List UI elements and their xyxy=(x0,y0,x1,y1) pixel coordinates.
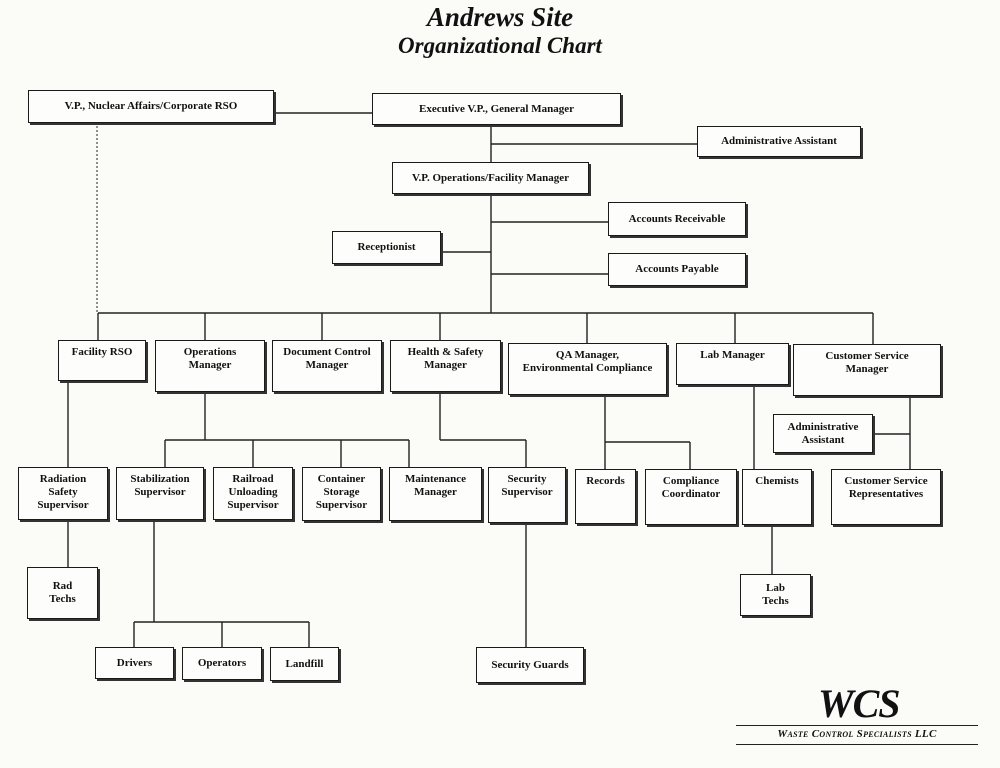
node-health-safety-manager: Health & Safety Manager xyxy=(390,340,501,392)
node-maintenance-manager: Maintenance Manager xyxy=(389,467,482,521)
node-vp-nuclear-affairs: V.P., Nuclear Affairs/Corporate RSO xyxy=(28,90,274,123)
node-operations-manager: Operations Manager xyxy=(155,340,265,392)
node-lab-techs: Lab Techs xyxy=(740,574,811,616)
node-drivers: Drivers xyxy=(95,647,174,679)
node-receptionist: Receptionist xyxy=(332,231,441,264)
node-stabilization-supervisor: Stabilization Supervisor xyxy=(116,467,204,520)
node-operators: Operators xyxy=(182,647,262,680)
node-container-storage-supervisor: Container Storage Supervisor xyxy=(302,467,381,521)
node-qa-manager: QA Manager, Environmental Compliance xyxy=(508,343,667,395)
logo-rule-top xyxy=(736,725,978,726)
node-records: Records xyxy=(575,469,636,524)
node-compliance-coordinator: Compliance Coordinator xyxy=(645,469,737,525)
node-radiation-safety-supervisor: Radiation Safety Supervisor xyxy=(18,467,108,520)
node-administrative-assistant-cs: Administrative Assistant xyxy=(773,414,873,453)
title-site: Andrews Site xyxy=(426,2,574,32)
node-security-guards: Security Guards xyxy=(476,647,584,683)
title-chart: Organizational Chart xyxy=(398,33,602,58)
node-security-supervisor: Security Supervisor xyxy=(488,467,566,523)
node-facility-rso: Facility RSO xyxy=(58,340,146,381)
node-executive-vp: Executive V.P., General Manager xyxy=(372,93,621,125)
node-document-control-manager: Document Control Manager xyxy=(272,340,382,392)
logo-rule-bottom xyxy=(736,744,978,745)
node-chemists: Chemists xyxy=(742,469,812,525)
node-customer-service-manager: Customer Service Manager xyxy=(793,344,941,396)
logo-company-name: Waste Control Specialists LLC xyxy=(777,728,937,740)
node-lab-manager: Lab Manager xyxy=(676,343,789,385)
node-accounts-payable: Accounts Payable xyxy=(608,253,746,286)
node-vp-operations: V.P. Operations/Facility Manager xyxy=(392,162,589,194)
node-landfill: Landfill xyxy=(270,647,339,681)
node-customer-service-representatives: Customer Service Representatives xyxy=(831,469,941,525)
node-administrative-assistant-top: Administrative Assistant xyxy=(697,126,861,157)
wcs-logo: WCS xyxy=(818,681,900,726)
node-railroad-unloading-supervisor: Railroad Unloading Supervisor xyxy=(213,467,293,520)
node-accounts-receivable: Accounts Receivable xyxy=(608,202,746,236)
node-rad-techs: Rad Techs xyxy=(27,567,98,619)
